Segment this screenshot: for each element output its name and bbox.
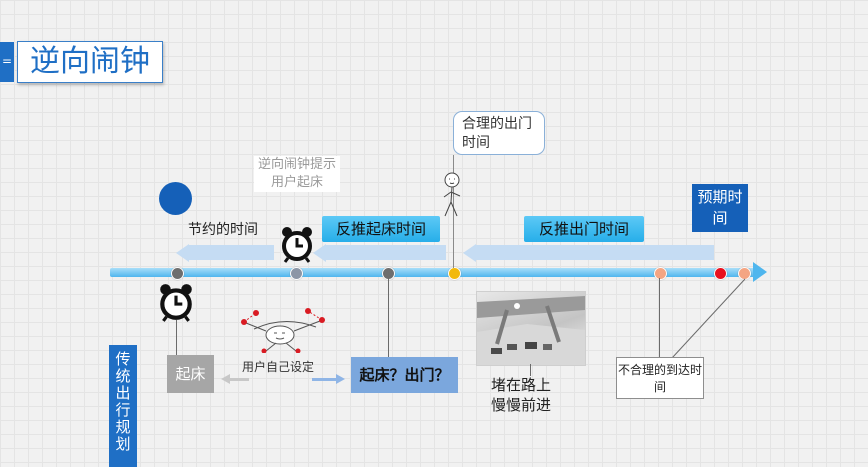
traditional-planning-tag: 传统出行规划	[109, 345, 137, 467]
reverse-departure-label: 反推出门时间	[524, 216, 644, 242]
band-reverse-wakeup	[326, 245, 446, 260]
sleeping-figure-icon	[241, 308, 325, 353]
dot-wakeup-traditional	[171, 267, 184, 280]
unreasonable-arrival-note: 不合理的到达时间	[616, 357, 704, 399]
traffic-caption: 堵在路上慢慢前进	[491, 376, 552, 414]
connector-traffic	[530, 364, 531, 376]
connector-user-set	[388, 278, 389, 358]
stick-figure-icon	[443, 172, 461, 217]
arrow-left-body	[229, 378, 249, 381]
wakeup-or-depart-box: 起床？出门？	[351, 357, 458, 393]
dot-reasonable-departure	[448, 267, 461, 280]
wakeup-box: 起床	[167, 355, 214, 393]
user-set-label: 用户自己设定	[242, 360, 315, 374]
arrow-right-head	[336, 374, 345, 384]
dot-reverse-alarm	[290, 267, 303, 280]
expected-time-box: 预期时间	[692, 184, 748, 232]
band-saved-time	[189, 245, 274, 260]
reasonable-departure-callout: 合理的出门时间	[453, 111, 545, 155]
band-reverse-departure	[476, 245, 714, 260]
timeline-arrowhead	[753, 262, 767, 282]
traffic-photo-drawing	[477, 296, 585, 365]
dot-unreasonable-1	[654, 267, 667, 280]
timeline-axis	[110, 268, 755, 277]
arrow-right-body	[312, 378, 336, 381]
saved-time-label: 节约的时间	[188, 222, 258, 238]
connector-departure	[453, 155, 454, 268]
band-arrow-departure	[463, 244, 476, 262]
band-arrow-saved	[176, 244, 189, 262]
connector-wakeup	[176, 320, 177, 357]
alarm-prompt-note: 逆向闹钟提示用户起床	[254, 156, 340, 192]
title-tab: =	[0, 42, 14, 82]
traffic-photo	[476, 291, 586, 366]
reverse-wakeup-label: 反推起床时间	[322, 216, 440, 242]
alarm-clock-icon	[282, 227, 312, 263]
page-title: 逆向闹钟	[17, 41, 163, 83]
arrow-left-head	[221, 374, 230, 384]
alarm-clock-icon-traditional	[160, 284, 192, 322]
band-arrow-wakeup	[313, 244, 326, 262]
connector-unreasonable-2	[671, 278, 746, 359]
saved-time-marker	[159, 182, 192, 215]
connector-unreasonable-1	[659, 278, 660, 357]
dot-deadline	[714, 267, 727, 280]
